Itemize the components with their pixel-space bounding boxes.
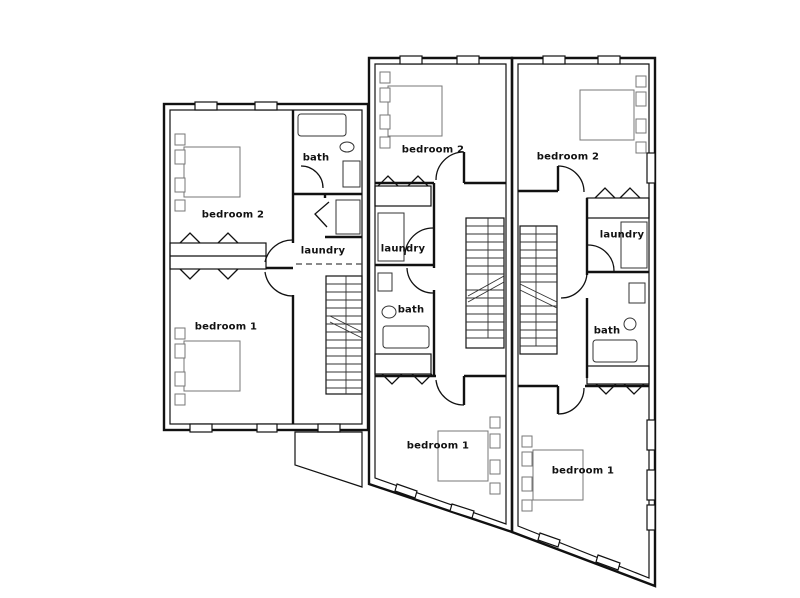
toilet: [623, 317, 637, 331]
bedroom2-door: [435, 151, 465, 181]
label-right-bath: bath: [593, 325, 621, 337]
bath-door: [300, 165, 324, 189]
window: [646, 504, 656, 531]
window: [456, 55, 480, 65]
stair-treads: [326, 276, 363, 394]
label-right-laundry: laundry: [599, 229, 645, 241]
window: [646, 152, 656, 184]
bedroom1-door: [557, 387, 585, 415]
closet-door: [377, 175, 399, 187]
label-middle-bedroom1: bedroom 1: [406, 440, 470, 452]
closet: [374, 185, 432, 207]
closet-door: [217, 268, 239, 280]
closet-door: [179, 268, 201, 280]
label-left-bedroom2: bedroom 2: [201, 209, 265, 221]
closet-door: [411, 373, 433, 385]
label-left-bedroom1: bedroom 1: [194, 321, 258, 333]
washer-dryer: [377, 212, 405, 262]
laundry-door: [314, 201, 330, 228]
window: [537, 532, 561, 548]
laundry-door: [404, 227, 434, 256]
label-right-bedroom2: bedroom 2: [536, 151, 600, 163]
window: [449, 503, 475, 519]
bed: [579, 75, 647, 154]
closet-door: [179, 232, 201, 244]
stairs: [465, 217, 505, 349]
window: [597, 55, 621, 65]
label-left-bath: bath: [302, 152, 330, 164]
closet: [586, 365, 650, 385]
laundry-door: [587, 244, 615, 272]
porch: [294, 431, 363, 488]
bedroom1-door: [435, 379, 465, 406]
bathtub: [297, 113, 347, 137]
stairs: [325, 275, 363, 395]
bedroom2-door: [557, 165, 585, 193]
closet-door: [595, 383, 617, 395]
window: [542, 55, 566, 65]
closet-door: [594, 187, 616, 199]
window: [254, 101, 278, 111]
unit-right: [510, 55, 657, 588]
toilet: [381, 305, 397, 319]
sink: [377, 272, 393, 292]
window: [399, 55, 423, 65]
sink: [628, 282, 646, 304]
bathtub: [592, 339, 638, 363]
label-middle-bath: bath: [397, 304, 425, 316]
bed: [174, 133, 241, 212]
stair-treads: [519, 226, 558, 347]
window: [646, 469, 656, 501]
stair-treads: [466, 218, 505, 339]
bed: [437, 416, 501, 495]
closet-door: [381, 373, 403, 385]
bath-door: [560, 271, 588, 299]
window: [256, 423, 278, 433]
bed: [174, 327, 241, 406]
bed: [521, 435, 584, 512]
window: [194, 101, 218, 111]
bathtub: [382, 325, 430, 349]
washer-dryer: [620, 221, 648, 269]
bed: [379, 71, 443, 149]
closet: [586, 197, 650, 219]
label-middle-bedroom2: bedroom 2: [401, 144, 465, 156]
closet-door: [217, 232, 239, 244]
closet-door: [407, 175, 429, 187]
window: [595, 554, 621, 571]
bath-door: [406, 267, 434, 294]
unit-middle: [367, 55, 514, 534]
bedroom2-door: [264, 239, 294, 263]
label-right-bedroom1: bedroom 1: [551, 465, 615, 477]
sink: [342, 160, 361, 188]
closet: [374, 353, 432, 375]
window: [189, 423, 213, 433]
stairs: [519, 225, 558, 355]
washer-dryer: [335, 199, 361, 235]
window: [394, 483, 418, 499]
closet-door: [623, 383, 645, 395]
unit-left: [162, 101, 370, 488]
window: [646, 419, 656, 451]
label-left-laundry: laundry: [300, 245, 346, 257]
toilet: [339, 141, 355, 153]
bedroom1-door: [264, 271, 294, 297]
window: [317, 423, 341, 433]
label-middle-laundry: laundry: [380, 243, 426, 255]
closet-door: [619, 187, 641, 199]
